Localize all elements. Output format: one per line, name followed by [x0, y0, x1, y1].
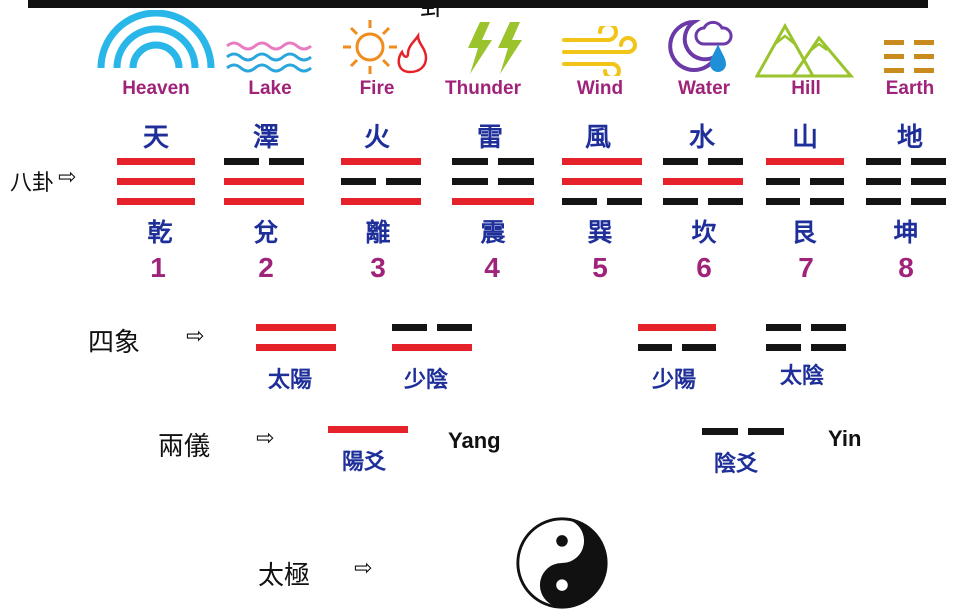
- liangyi-label: 兩儀: [158, 432, 211, 462]
- water-moon-drop-icon: [668, 19, 733, 72]
- trigram-name: 乾: [147, 218, 173, 247]
- trigram-number: 8: [898, 252, 914, 283]
- trigram-line: [224, 198, 304, 205]
- trigram-element-char: 雷: [476, 123, 503, 153]
- earth-lines-icon: [884, 40, 934, 73]
- trigram-english-label: Water: [677, 78, 731, 99]
- trigram-english-label: Earth: [885, 78, 935, 99]
- trigram-number: 5: [592, 252, 608, 283]
- sixiang-line: [638, 344, 716, 351]
- trigram-line: [766, 158, 844, 165]
- trigram-line: [866, 178, 946, 185]
- trigram-name: 艮: [791, 218, 817, 247]
- yin-line: [702, 428, 784, 435]
- trigram-element-char: 風: [584, 123, 611, 153]
- arrow-icon: ⇨: [354, 556, 373, 581]
- trigram-line: [452, 198, 534, 205]
- yang-yao-name: 陽爻: [342, 449, 387, 475]
- heaven-arcs-icon: [97, 10, 215, 69]
- arrow-icon: ⇨: [256, 426, 275, 451]
- trigram-element-char: 天: [142, 123, 169, 153]
- trigram-line: [341, 198, 421, 205]
- wind-icon: [562, 26, 637, 76]
- yin-english-label: Yin: [828, 426, 862, 451]
- trigram-line: [117, 178, 195, 185]
- trigram-number: 6: [696, 252, 712, 283]
- hill-mountains-icon: [755, 22, 855, 78]
- sixiang-name: 太陽: [268, 367, 313, 393]
- trigram-line: [224, 178, 304, 185]
- trigram-english-label: Hill: [791, 78, 821, 99]
- trigram-english-label: Wind: [576, 78, 624, 99]
- trigram-line: [452, 158, 534, 165]
- sixiang-line: [392, 324, 472, 331]
- trigram-english-label: Heaven: [122, 78, 190, 99]
- trigram-number: 4: [484, 252, 500, 283]
- trigram-english-label: Lake: [248, 78, 292, 99]
- sixiang-line: [256, 324, 336, 331]
- yin-yao-name: 陰爻: [714, 451, 759, 477]
- sixiang-line: [392, 344, 472, 351]
- trigram-name: 坤: [893, 218, 919, 247]
- sixiang-name: 太陰: [780, 363, 825, 389]
- trigram-number: 3: [370, 252, 386, 283]
- trigram-number: 7: [798, 252, 814, 283]
- trigram-element-char: 火: [363, 123, 390, 153]
- trigram-number: 2: [258, 252, 274, 283]
- trigram-line: [663, 198, 743, 205]
- trigram-name: 震: [480, 218, 506, 247]
- title-fragment: 卦: [420, 0, 447, 22]
- trigram-name: 離: [365, 218, 391, 247]
- trigram-line: [866, 198, 946, 205]
- trigram-line: [562, 158, 642, 165]
- sixiang-line: [766, 324, 846, 331]
- trigram-line: [562, 178, 642, 185]
- trigram-line: [117, 158, 195, 165]
- trigram-line: [663, 178, 743, 185]
- bagua-label: 八卦: [10, 171, 55, 196]
- trigram-line: [341, 178, 421, 185]
- trigram-number: 1: [150, 252, 166, 283]
- trigram-name: 巽: [587, 218, 613, 247]
- yang-line: [328, 426, 408, 433]
- yang-english-label: Yang: [448, 428, 501, 453]
- taiji-label: 太極: [258, 561, 311, 591]
- trigram-element-char: 水: [688, 123, 715, 153]
- arrow-icon: ⇨: [186, 324, 205, 349]
- taiji-yin-yang-icon: [516, 517, 608, 609]
- trigram-english-label: Thunder: [445, 78, 521, 99]
- lake-waves-icon: [226, 41, 312, 73]
- trigram-line: [766, 198, 844, 205]
- fire-sun-icon: [343, 20, 428, 74]
- trigram-line: [562, 198, 642, 205]
- sixiang-name: 少陰: [404, 367, 449, 393]
- trigram-line: [117, 198, 195, 205]
- thunder-bolt-icon: [468, 22, 522, 74]
- trigram-element-char: 地: [896, 123, 923, 153]
- trigram-line: [224, 158, 304, 165]
- arrow-icon: ⇨: [58, 165, 77, 190]
- trigram-line: [663, 158, 743, 165]
- top-rule: [28, 0, 928, 8]
- trigram-line: [452, 178, 534, 185]
- trigram-name: 坎: [691, 218, 717, 247]
- trigram-line: [341, 158, 421, 165]
- trigram-name: 兌: [253, 218, 279, 247]
- trigram-english-label: Fire: [359, 78, 395, 99]
- sixiang-line: [256, 344, 336, 351]
- trigram-element-char: 山: [791, 123, 818, 153]
- sixiang-line: [766, 344, 846, 351]
- sixiang-name: 少陽: [652, 367, 697, 393]
- trigram-line: [766, 178, 844, 185]
- sixiang-line: [638, 324, 716, 331]
- sixiang-label: 四象: [88, 328, 141, 358]
- trigram-element-char: 澤: [252, 123, 279, 153]
- trigram-line: [866, 158, 946, 165]
